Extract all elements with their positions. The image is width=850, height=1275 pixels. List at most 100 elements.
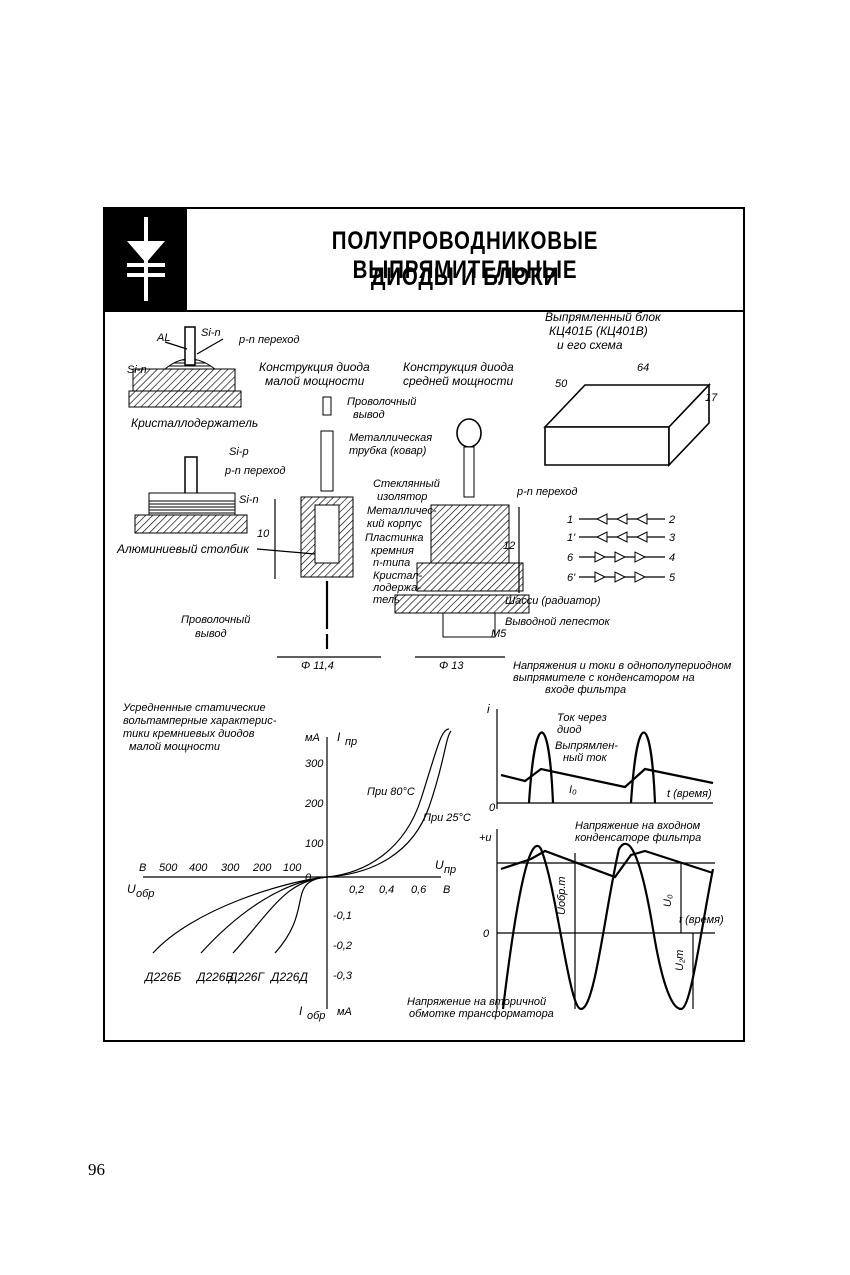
pin-left-3: 6: [567, 552, 574, 564]
label-m5: M5: [491, 628, 507, 640]
iv-neg-x-tick: 300: [221, 862, 240, 874]
wave-rect-current-1: Выпрямлен-: [555, 740, 618, 752]
iv-neg-x-tick: 500: [159, 862, 178, 874]
wave-secondary-voltage: [501, 842, 715, 1011]
small-diode-title-2: малой мощности: [265, 374, 365, 388]
iv-neg-x-tick: 200: [252, 862, 272, 874]
iv-x-label-right: U: [435, 858, 444, 872]
label-glass-ins-2: изолятор: [377, 491, 427, 503]
iv-pos-y-tick: 100: [305, 838, 324, 850]
medium-diode-drawing: Конструкция диода средней мощности Стекл…: [365, 360, 610, 672]
medium-diode-title-2: средней мощности: [403, 374, 514, 388]
block-title-2: КЦ401Б (КЦ401В): [549, 324, 648, 338]
pin-right-3: 4: [669, 552, 675, 564]
junction-drawing: Si-p p-n переход Si-n Алюминиевый столби…: [116, 446, 316, 556]
iv-reverse-curve: [152, 876, 328, 954]
block-title-3: и его схема: [557, 338, 623, 352]
label-pn-mid: p-n переход: [224, 465, 285, 477]
wave-diode-current-1: Ток через: [557, 712, 607, 724]
wave-rect-current-2: ный ток: [563, 752, 607, 764]
iv-y-label-bottom: I: [299, 1004, 303, 1018]
rect-caption-3: входе фильтра: [545, 684, 626, 696]
label-si-p: Si-p: [229, 446, 249, 458]
iv-curve-80-label: При 80°С: [367, 786, 415, 798]
iv-y-unit-top: мА: [305, 732, 320, 744]
label-wire-lead-top-1: Проволочный: [347, 396, 416, 408]
schematic-diode: [614, 571, 627, 583]
schematic-diode: [615, 513, 628, 525]
iv-neg-y-tick: -0,3: [333, 970, 353, 982]
schematic-diode: [634, 551, 647, 563]
diagram-canvas: AL Si-n p-n переход Si-n Кристаллодержат…: [116, 310, 732, 1022]
label-plate-2: кремния: [371, 545, 414, 557]
iv-pos-x-tick: 0,4: [379, 884, 394, 896]
page-title-line-1: ПОЛУПРОВОДНИКОВЫЕ ВЫПРЯМИТЕЛЬНЫЕ: [331, 227, 599, 284]
label-crystal-holder: Кристаллодержатель: [131, 416, 258, 430]
iv-reverse-curve: [200, 876, 328, 954]
label-si-n-top: Si-n: [201, 327, 221, 339]
wave-secondary-1: Напряжение на вторичной: [407, 996, 546, 1008]
label-plate-3: n-типа: [373, 557, 410, 569]
iv-y-unit-bottom: мА: [337, 1006, 352, 1018]
iv-neg-y-tick: -0,2: [333, 940, 352, 952]
iv-caption-3: тики кремниевых диодов: [123, 728, 255, 740]
iv-pos-x-tick: 0,2: [349, 884, 364, 896]
page-number: 96: [88, 1160, 105, 1179]
label-al: AL: [156, 332, 170, 344]
iv-reverse-curve: [274, 876, 328, 954]
medium-diode-title-1: Конструкция диода: [403, 360, 514, 374]
schematic-diode: [595, 531, 608, 543]
dim-12: 12: [503, 540, 515, 552]
wave-diode-pulse-1: [527, 731, 555, 804]
wave-zero-top: 0: [489, 802, 496, 814]
label-metal-case-2: кий корпус: [367, 518, 422, 530]
dim-10: 10: [257, 528, 270, 540]
rect-caption-2: выпрямителе с конденсатором на: [513, 672, 695, 684]
label-si-n-left: Si-n: [127, 364, 147, 376]
label-wire-lead-low-1: Проволочный: [181, 614, 250, 626]
iv-diode-label-4: Д226Д: [269, 970, 308, 984]
iv-x-label-left-sub: обр: [136, 888, 154, 900]
reference-sheet: ПОЛУПРОВОДНИКОВЫЕ ВЫПРЯМИТЕЛЬНЫЕ ДИОДЫ И…: [103, 207, 745, 1042]
label-si-n-mid: Si-n: [239, 494, 259, 506]
rectifier-waveforms: Напряжения и токи в однополупериодном вы…: [407, 660, 732, 1020]
iv-neg-x-tick: 100: [283, 862, 302, 874]
pin-right-2: 3: [669, 532, 676, 544]
iv-y-label-top: I: [337, 730, 341, 744]
schematic-diode: [595, 513, 608, 525]
label-holder-1: Кристал-: [373, 570, 422, 582]
dim-13: Φ 13: [439, 660, 464, 672]
label-wire-lead-top-2: вывод: [353, 409, 385, 421]
pin-left-1: 1: [567, 514, 573, 526]
schematic-diode: [594, 551, 607, 563]
iv-chart: Усредненные статические вольтамперные ха…: [122, 702, 471, 1022]
label-chassis: Шасси (радиатор): [505, 595, 601, 607]
wave-rectified-current: [500, 767, 714, 789]
iv-curve-80: [326, 728, 450, 878]
schematic-diode: [594, 571, 607, 583]
rectifier-block-drawing: Выпрямленный блок КЦ401Б (КЦ401В) и его …: [543, 310, 718, 467]
label-wire-lead-low-2: вывод: [195, 628, 227, 640]
wave-zero-bottom: 0: [483, 928, 490, 940]
iv-neg-x-tick: 400: [189, 862, 208, 874]
iv-x-unit-right: B: [443, 884, 450, 896]
iv-x-label-right-sub: пр: [444, 864, 456, 876]
pin-right-1: 2: [668, 514, 675, 526]
block-title-1: Выпрямленный блок: [545, 310, 662, 324]
iv-caption-4: малой мощности: [129, 741, 220, 753]
wave-t-bottom: t (время): [679, 914, 724, 926]
wave-secondary-2: обмотке трансформатора: [409, 1008, 554, 1020]
dim-64: 64: [637, 362, 649, 374]
pin-left-2: 1': [567, 532, 576, 544]
label-pn-top: p-n переход: [238, 334, 299, 346]
wave-cap-voltage-2: конденсаторе фильтра: [575, 832, 701, 844]
iv-diode-label-3: Д226Г: [227, 970, 265, 984]
dim-50: 50: [555, 378, 568, 390]
label-metal-case-1: Металличес-: [367, 505, 437, 517]
wave-u-obr: Uобр.т: [556, 876, 568, 915]
iv-y-label-bottom-sub: обр: [307, 1010, 325, 1022]
wave-i0: I₀: [569, 784, 577, 796]
iv-x-label-left: U: [127, 882, 136, 896]
dim-11-4: Φ 11,4: [301, 660, 334, 672]
iv-x-unit-left: B: [139, 862, 146, 874]
